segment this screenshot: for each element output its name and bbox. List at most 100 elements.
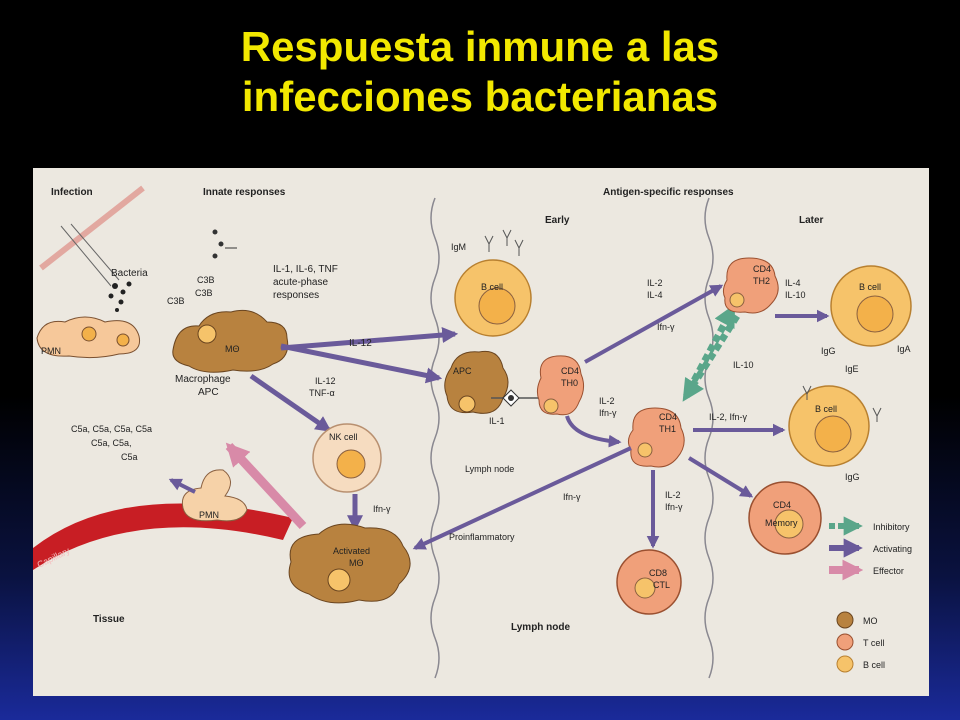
complement-icon	[212, 229, 237, 259]
label-il12-tnf-1: IL-12	[315, 376, 336, 386]
slide-title: Respuesta inmune a las infecciones bacte…	[0, 22, 960, 122]
label-b-cell-early: B cell	[481, 282, 503, 292]
arrow-effector	[225, 442, 307, 530]
needle-icon	[39, 185, 145, 287]
label-il12-tnf-2: TNF-α	[309, 388, 335, 398]
label-c3b-c: C3B	[167, 296, 185, 306]
label-pmn-bottom: PMN	[199, 510, 219, 520]
label-activated-1: Activated	[333, 546, 370, 556]
label-apc-sub: APC	[198, 387, 219, 398]
label-nk-cell: NK cell	[329, 432, 358, 442]
label-c5a-1: C5a, C5a, C5a, C5a	[71, 424, 152, 434]
activated-macrophage-cell	[288, 523, 411, 604]
legend-mo: MO	[863, 616, 878, 626]
label-c3b-a: C3B	[197, 275, 215, 285]
inhibitory-th1-to-th2	[685, 304, 737, 392]
label-il2-ifn-2: Ifn-γ	[599, 408, 617, 418]
label-activated-2: MΘ	[349, 558, 364, 568]
cd4-th2-cell	[722, 257, 779, 314]
label-il2-ifn-down-2: Ifn-γ	[665, 502, 683, 512]
legend-bcell-swatch	[836, 655, 854, 673]
label-c5a-3: C5a	[121, 452, 138, 462]
label-ifn-nk: Ifn-γ	[373, 504, 391, 514]
nk-cell	[312, 423, 382, 493]
header-infection: Infection	[51, 187, 93, 198]
label-cd4-th2-1: CD4	[753, 264, 771, 274]
diagram-panel: Infection Innate responses Antigen-speci…	[33, 168, 929, 696]
label-cd4-mem-1: CD4	[773, 500, 791, 510]
label-il1-line3: responses	[273, 290, 319, 301]
label-cd8-2: CTL	[653, 580, 670, 590]
label-cd4-th0-2: TH0	[561, 378, 578, 388]
cd4-th0-cell	[536, 355, 585, 416]
label-il1-line1: IL-1, IL-6, TNF	[273, 264, 338, 275]
header-early: Early	[545, 215, 570, 226]
label-il2-ifn-down-1: IL-2	[665, 490, 681, 500]
arrow-pmn-to-c5a	[168, 478, 196, 494]
label-il2-il4-1: IL-2	[647, 278, 663, 288]
label-b-cell-later2: B cell	[815, 404, 837, 414]
label-b-cell-later: B cell	[859, 282, 881, 292]
legend-b-cell: B cell	[863, 660, 885, 670]
separator-early-later	[704, 197, 714, 679]
legend-activating: Activating	[873, 544, 912, 554]
header-antigen: Antigen-specific responses	[603, 187, 734, 198]
arrow-th0-to-th2	[584, 284, 724, 364]
inhibitory-th2-to-th1	[682, 314, 740, 402]
label-il10: IL-10	[733, 360, 754, 370]
b-cell-later	[830, 265, 912, 347]
arrow-th1-to-memory	[687, 456, 754, 498]
legend-t-cell: T cell	[863, 638, 884, 648]
macrophage-cell	[172, 309, 289, 373]
cd4-memory-cell	[748, 481, 822, 555]
label-il2-ifn-right: IL-2, Ifn-γ	[709, 412, 748, 422]
label-cd4-th1-1: CD4	[659, 412, 677, 422]
label-ifn-left: Ifn-γ	[563, 492, 581, 502]
capillary-vessel	[33, 503, 293, 570]
label-iga: IgA	[897, 344, 911, 354]
apc-cell	[444, 350, 509, 414]
label-il1-small: IL-1	[489, 416, 505, 426]
label-cd4-th0-1: CD4	[561, 366, 579, 376]
b-cell-early	[454, 259, 532, 337]
label-bacteria: Bacteria	[111, 268, 148, 279]
label-il4-il10-2: IL-10	[785, 290, 806, 300]
label-c3b-b: C3B	[195, 288, 213, 298]
label-igm: IgM	[451, 242, 466, 252]
antibody-icons	[484, 229, 524, 256]
legend-effector: Effector	[873, 566, 904, 576]
label-il12: IL-12	[349, 338, 372, 349]
label-ifn-mid: Ifn-γ	[657, 322, 675, 332]
label-cd8-1: CD8	[649, 568, 667, 578]
antibody-icons-later	[802, 385, 882, 422]
label-igg-a: IgG	[821, 346, 836, 356]
arrow-th0-to-th1	[565, 415, 622, 448]
pmn-cell-bottom	[181, 469, 248, 522]
label-cd4-th1-2: TH1	[659, 424, 676, 434]
arrow-th1-to-activated	[412, 446, 632, 550]
label-mo: MΘ	[225, 344, 240, 354]
legend-mo-swatch	[836, 611, 854, 629]
header-later: Later	[799, 215, 824, 226]
arrow-mo-to-nk	[249, 373, 332, 433]
label-lymph-node-mid: Lymph node	[465, 464, 514, 474]
label-macrophage: Macrophage	[175, 374, 231, 385]
mhc-complex-icon	[491, 389, 543, 407]
label-apc: APC	[453, 366, 472, 376]
cd4-th1-cell	[627, 407, 685, 468]
b-cell-later-2	[788, 385, 870, 467]
bacteria-icon	[108, 281, 132, 312]
label-il2-ifn-1: IL-2	[599, 396, 615, 406]
pmn-cell-top	[36, 316, 141, 359]
label-cd4-th2-2: TH2	[753, 276, 770, 286]
separator-innate-antigen	[430, 197, 440, 679]
label-il4-il10-1: IL-4	[785, 278, 801, 288]
title-line-2: infecciones bacterianas	[241, 73, 719, 120]
label-il1-line2: acute-phase	[273, 277, 328, 288]
label-igg-b: IgG	[845, 472, 860, 482]
arrow-mo-to-apc	[280, 343, 443, 384]
label-tissue: Tissue	[93, 614, 125, 625]
label-il2-il4-2: IL-4	[647, 290, 663, 300]
label-ige: IgE	[845, 364, 859, 374]
label-c5a-2: C5a, C5a,	[91, 438, 132, 448]
